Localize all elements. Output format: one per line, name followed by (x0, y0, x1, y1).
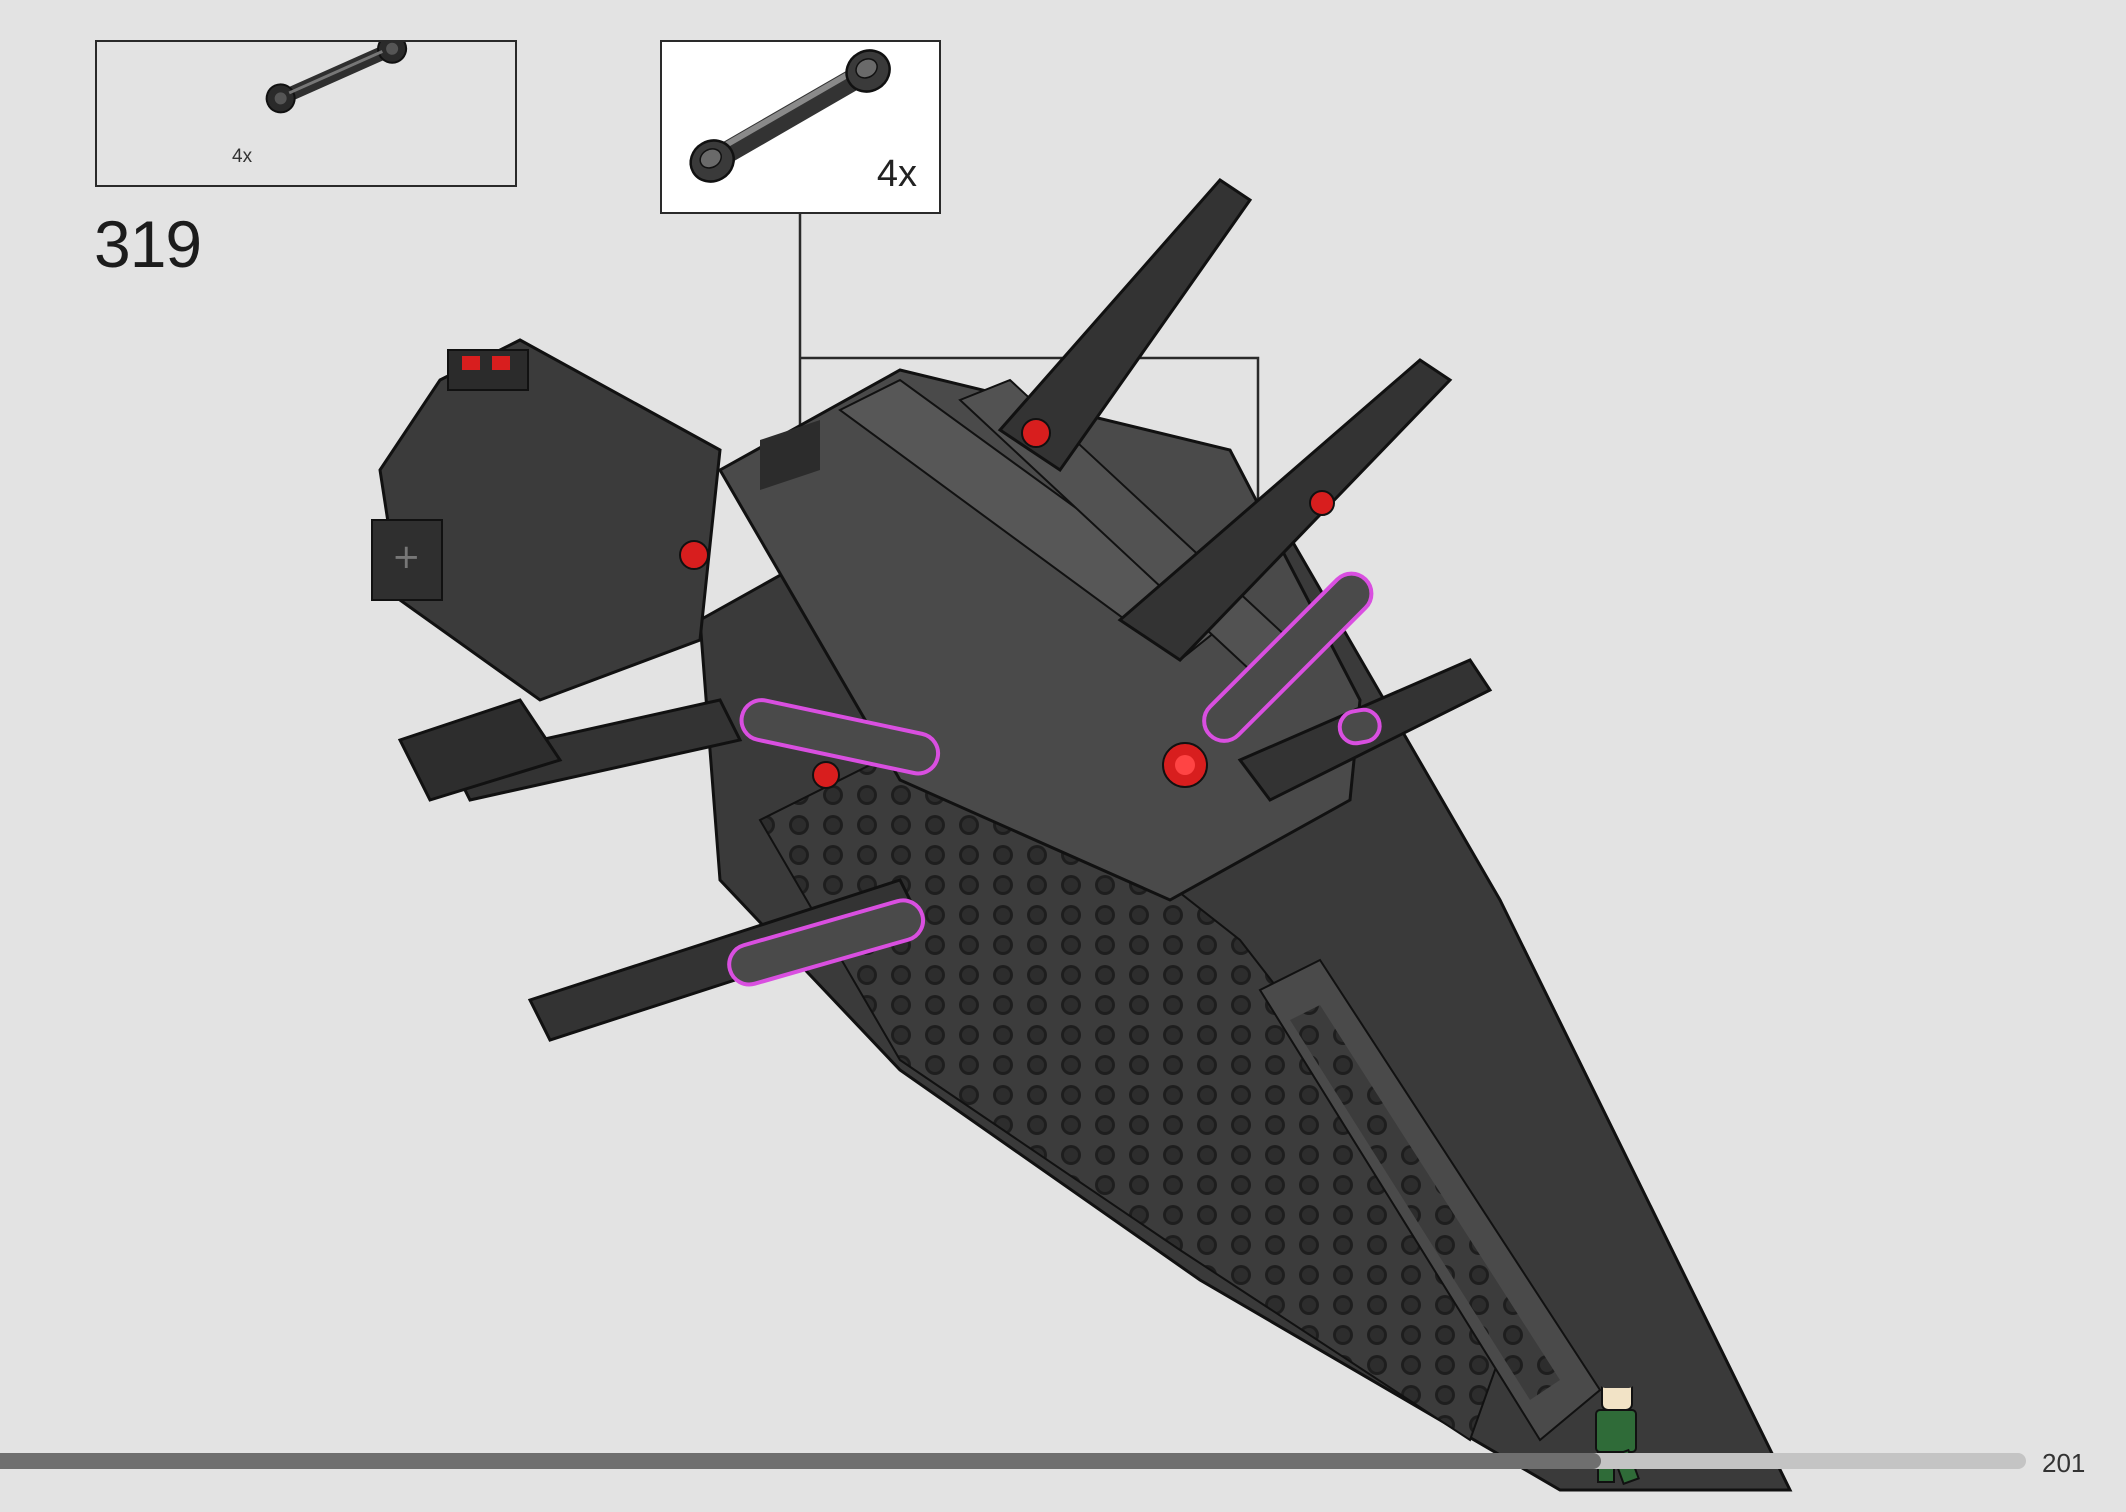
page-number: 201 (2042, 1448, 2086, 1478)
progress-bar (0, 1453, 2026, 1469)
highlighted-technic-links (727, 571, 1382, 987)
svg-text:+: + (392, 537, 421, 577)
callout-quantity: 4x (876, 153, 917, 195)
parts-list-quantity: 4x (232, 146, 253, 167)
parts-list-box: 4x (95, 33, 517, 187)
model-wing-arms (397, 178, 1493, 1042)
progress-bar-fill (0, 1453, 1601, 1469)
model-rear-cluster: + (371, 338, 722, 702)
technic-link-callout-icon (689, 49, 891, 183)
step-number: 319 (94, 207, 202, 281)
callout-box: 4x (660, 40, 941, 214)
